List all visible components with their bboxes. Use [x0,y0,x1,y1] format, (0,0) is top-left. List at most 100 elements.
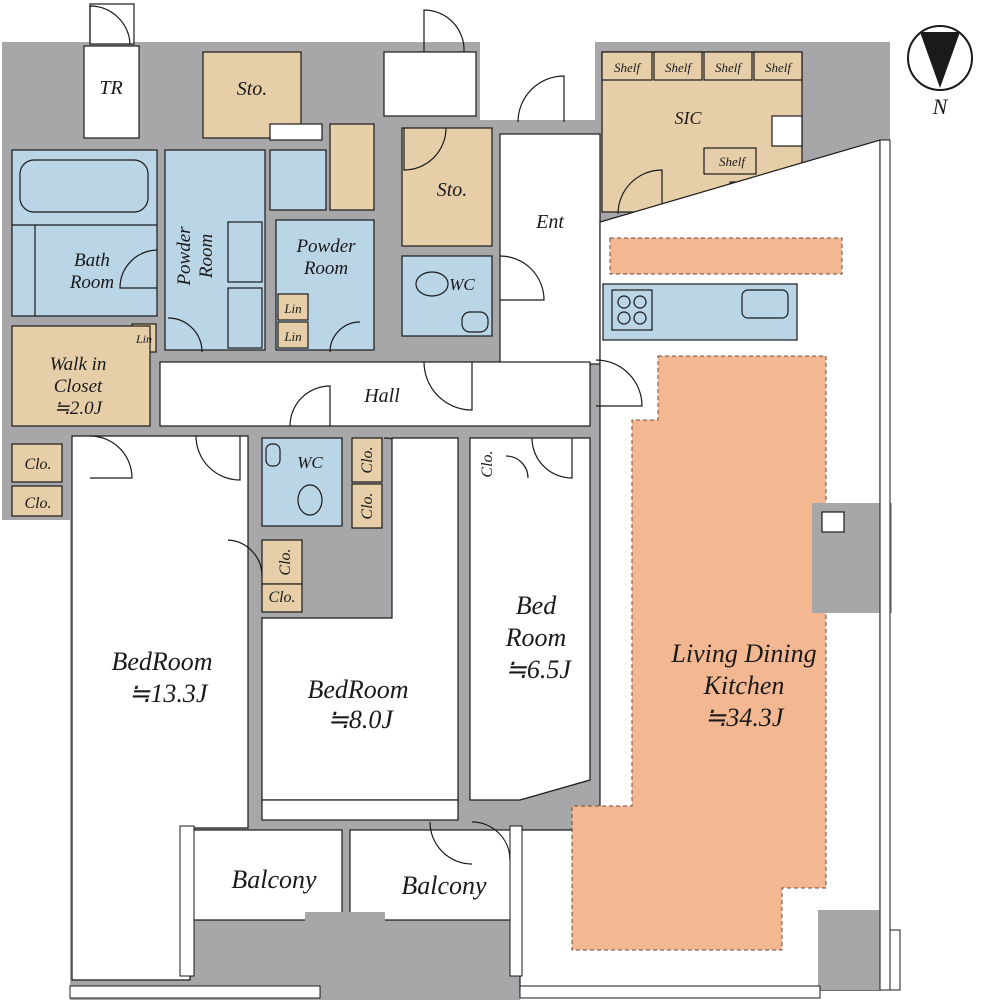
closet-mid-1 [351,437,383,483]
closet-mid-3 [261,539,303,585]
north-label: N [932,94,949,119]
kitchen-island [609,237,843,275]
door-swing-icon [531,437,573,479]
door-swing-icon [517,75,565,123]
door-swing-icon [119,249,158,289]
sink-icon [227,221,263,283]
storage-slim [329,123,375,211]
pillar-bottom [818,910,880,990]
door-swing-icon [403,127,447,171]
powder-room-label: Powder [295,236,356,257]
door-swing-icon [499,255,545,301]
bath-room-label: Bath [74,250,110,271]
sink-icon [265,443,281,467]
walk-in-closet-label: Walk in [50,354,107,375]
shelf-label: Shelf [765,60,793,75]
shelf-label: Shelf [614,60,642,75]
closet-label: Clo. [359,446,376,473]
balcony-left [191,829,343,921]
shelf-5 [703,147,757,175]
powder-room-label: Room [303,258,348,279]
washer-pan [269,149,327,211]
tr-room [83,45,140,139]
door-swing-icon [471,821,511,861]
windows [69,139,901,999]
door-swing-icon [595,359,643,407]
tr-label: TR [99,77,122,99]
shelf-bar [269,123,323,141]
bedroom-3-size: ≒6.5J [505,655,572,684]
bedroom-3-label: Bed [516,591,557,620]
bedroom-3 [469,437,591,801]
toilet-icon [415,271,449,297]
bedroom-3-label: Room [505,623,567,652]
closet-label: Clo. [268,589,295,606]
ldk-label: Living Dining [670,639,816,668]
shelf-4 [753,51,803,81]
bedroom-1-size: ≒13.3J [129,679,209,708]
door-swing-icon [89,435,133,479]
sink-icon [227,287,263,349]
bathtub-icon [19,159,149,213]
toilet-icon [297,484,323,516]
balcony-right [349,829,516,921]
shelf-label: Shelf [665,60,693,75]
wc-label: WC [297,453,323,472]
door-swing-icon [195,435,241,481]
upper-closet [383,51,477,117]
ldk-floor [571,355,827,951]
sic-small [771,115,803,147]
door-swing-icon [505,455,529,479]
door-swing-icon [289,385,331,427]
ldk-size: ≒34.3J [705,703,785,732]
north-arrow-icon [907,25,973,91]
shelf-label: Shelf [719,154,747,169]
door-swing-icon [227,539,263,577]
closet-label: Clo. [479,450,496,477]
tr-door-leaf [89,3,135,45]
door-swing-icon [423,9,465,53]
pillar-window [821,511,845,533]
linen-label: Lin [283,301,301,316]
powder-room-label: Powder [174,226,195,287]
door-swing-icon [89,5,131,45]
linen-2 [277,321,309,349]
door-swing-icon [617,169,663,215]
storage-label: Sto. [237,78,268,100]
linen-label: Lin [135,332,152,346]
entrance [499,133,601,365]
shelf-1 [601,51,653,81]
sink-icon [741,289,789,319]
walk-in-closet [11,325,151,427]
ldk-label: Kitchen [703,671,785,700]
storage-label: Sto. [437,179,468,201]
shelf-label: Shelf [715,60,743,75]
linen-label: Lin [283,329,301,344]
powder-room-label: Room [196,234,217,279]
linen-1 [277,293,309,321]
bedroom-2-size: ≒8.0J [327,705,394,734]
closet-mid-4 [261,583,303,613]
door-swing-icon [167,317,203,353]
bath-room-label: Room [69,272,114,293]
closet-left-1 [11,443,63,483]
walk-in-closet-size: ≒2.0J [54,398,104,419]
closet-label: Clo. [24,495,51,512]
balcony-label: Balcony [401,871,487,900]
closet-left-2 [11,485,63,517]
closet-label: Clo. [277,548,294,575]
hall-label: Hall [363,385,400,407]
stove-icon [611,289,653,331]
closet-label: Clo. [359,492,376,519]
bedroom-2-label: BedRoom [307,675,408,704]
bedroom-2-window-band [261,799,459,821]
balcony-label: Balcony [231,865,317,894]
entrance-label: Ent [535,211,564,233]
shelf-3 [703,51,753,81]
door-swing-icon [329,321,361,353]
storage-right [401,127,493,247]
sink-icon [461,311,489,333]
hall [159,361,591,427]
door-swing-icon [429,821,473,865]
